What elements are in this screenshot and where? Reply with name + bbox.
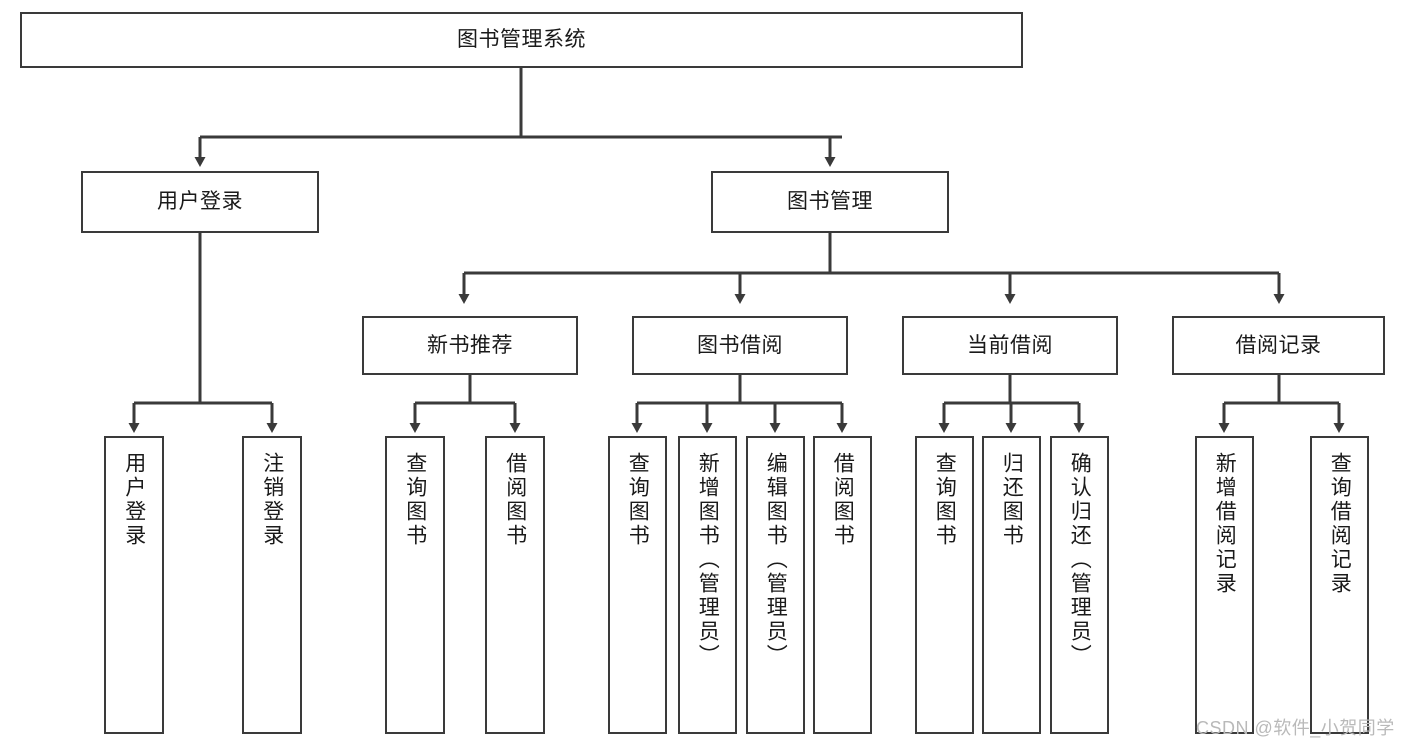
- node-new-book-recommend[interactable]: 新书推荐: [362, 316, 578, 375]
- leaf-query-record-label: 查询借阅记录: [1328, 452, 1352, 596]
- node-root[interactable]: 图书管理系统: [20, 12, 1023, 68]
- leaf-query-book-1-label: 查询图书: [403, 452, 427, 548]
- leaf-confirm-return[interactable]: 确认归还（管理员）: [1050, 436, 1109, 734]
- leaf-query-book-3[interactable]: 查询图书: [915, 436, 974, 734]
- leaf-borrow-book-2[interactable]: 借阅图书: [813, 436, 872, 734]
- leaf-add-record-label: 新增借阅记录: [1213, 452, 1237, 596]
- leaf-add-record[interactable]: 新增借阅记录: [1195, 436, 1254, 734]
- node-book-borrow[interactable]: 图书借阅: [632, 316, 848, 375]
- node-new-book-recommend-label: 新书推荐: [427, 333, 513, 357]
- leaf-borrow-book-1-label: 借阅图书: [503, 452, 527, 548]
- node-borrow-record[interactable]: 借阅记录: [1172, 316, 1385, 375]
- leaf-user-login[interactable]: 用户登录: [104, 436, 164, 734]
- leaf-query-record[interactable]: 查询借阅记录: [1310, 436, 1369, 734]
- watermark: CSDN @软件_小贺同学: [1196, 718, 1395, 738]
- leaf-return-book[interactable]: 归还图书: [982, 436, 1041, 734]
- node-borrow-record-label: 借阅记录: [1235, 333, 1322, 357]
- node-book-management[interactable]: 图书管理: [711, 171, 949, 233]
- leaf-user-login-label: 用户登录: [122, 452, 146, 548]
- leaf-query-book-2-label: 查询图书: [626, 452, 650, 548]
- leaf-logout[interactable]: 注销登录: [242, 436, 302, 734]
- node-root-label: 图书管理系统: [457, 28, 586, 52]
- leaf-query-book-2[interactable]: 查询图书: [608, 436, 667, 734]
- node-current-borrow-label: 当前借阅: [967, 333, 1053, 357]
- leaf-return-book-label: 归还图书: [1000, 452, 1024, 548]
- node-book-management-label: 图书管理: [787, 190, 873, 214]
- node-user-login-label: 用户登录: [157, 190, 243, 214]
- leaf-edit-book-label: 编辑图书（管理员）: [764, 452, 788, 668]
- leaf-add-book[interactable]: 新增图书（管理员）: [678, 436, 737, 734]
- leaf-borrow-book-1[interactable]: 借阅图书: [485, 436, 545, 734]
- leaf-confirm-return-label: 确认归还（管理员）: [1068, 452, 1092, 668]
- leaf-query-book-3-label: 查询图书: [933, 452, 957, 548]
- leaf-query-book-1[interactable]: 查询图书: [385, 436, 445, 734]
- node-book-borrow-label: 图书借阅: [697, 333, 783, 357]
- node-user-login[interactable]: 用户登录: [81, 171, 319, 233]
- leaf-edit-book[interactable]: 编辑图书（管理员）: [746, 436, 805, 734]
- leaf-borrow-book-2-label: 借阅图书: [831, 452, 855, 548]
- node-current-borrow[interactable]: 当前借阅: [902, 316, 1118, 375]
- leaf-add-book-label: 新增图书（管理员）: [696, 452, 720, 668]
- leaf-logout-label: 注销登录: [260, 452, 284, 548]
